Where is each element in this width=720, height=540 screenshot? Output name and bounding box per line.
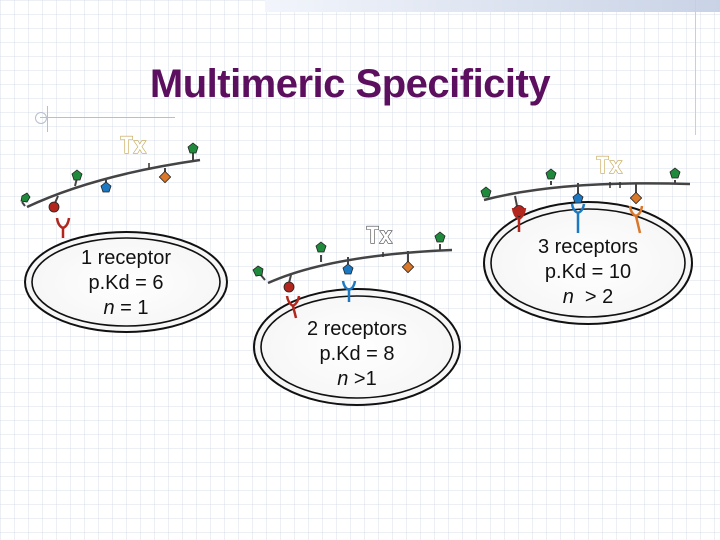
ligand-green [545,168,557,185]
top-decoration-bar [265,0,720,12]
panel-3: Tx [480,153,693,325]
cell-membrane-inner [490,208,686,318]
receptor-red [511,207,527,232]
pkd-text: p.Kd = 6 [88,272,164,294]
panel-1: Tx [20,133,228,333]
ligand-orange [401,251,415,274]
polymer-backbone [26,158,201,209]
corner-crosshair-circle [35,112,47,124]
ligand-green [71,169,83,187]
ligand-blue [100,180,112,193]
panel-2-caption: 2 receptors p.Kd = 8 n >1 [287,317,427,392]
receptor-count-text: 3 receptors [537,236,639,258]
ligand-green [434,231,446,250]
receptor-blue [341,280,357,302]
slide-title: Multimeric Specificity [149,62,551,106]
ligand-green [252,265,266,281]
polymer-backbone [267,248,453,285]
pkd-text: p.Kd = 8 [319,343,395,365]
tx-label: Tx [120,134,147,159]
receptor-red [285,295,301,319]
ligand-blue [342,257,354,275]
ligand-red [283,274,295,293]
pkd-text: p.Kd = 10 [544,261,632,283]
ligand-green [187,142,199,160]
tx-label: Tx [366,224,393,249]
valency-text: n > 2 [562,286,614,308]
ligand-green [315,241,327,262]
cell-membrane-outer [24,231,228,333]
receptor-count-text: 2 receptors [306,318,408,340]
polymer-backbone [483,182,691,202]
panel-2: Tx [252,223,461,406]
ligand-green [20,192,31,207]
ligand-orange [629,184,643,205]
ligand-red [48,195,60,213]
tx-label: Tx [596,154,623,179]
ligand-blue [572,183,584,204]
valency-text: n = 1 [103,297,149,319]
ligand-orange [158,168,172,184]
receptor-orange [628,205,644,234]
receptor-blue [570,203,586,233]
ligand-green [669,167,681,184]
cell-membrane-outer [253,288,461,406]
corner-crosshair-line [47,106,48,132]
cell-membrane-inner [31,237,221,327]
panel-1-caption: 1 receptor p.Kd = 6 n = 1 [56,246,196,321]
valency-text: n >1 [337,368,377,390]
vertical-rule [695,0,696,135]
ligand-green [480,186,492,200]
horizontal-rule [40,117,175,118]
receptor-red [55,217,71,238]
panel-3-caption: 3 receptors p.Kd = 10 n > 2 [518,235,658,310]
receptor-count-text: 1 receptor [80,247,172,269]
cell-membrane-inner [260,295,454,399]
